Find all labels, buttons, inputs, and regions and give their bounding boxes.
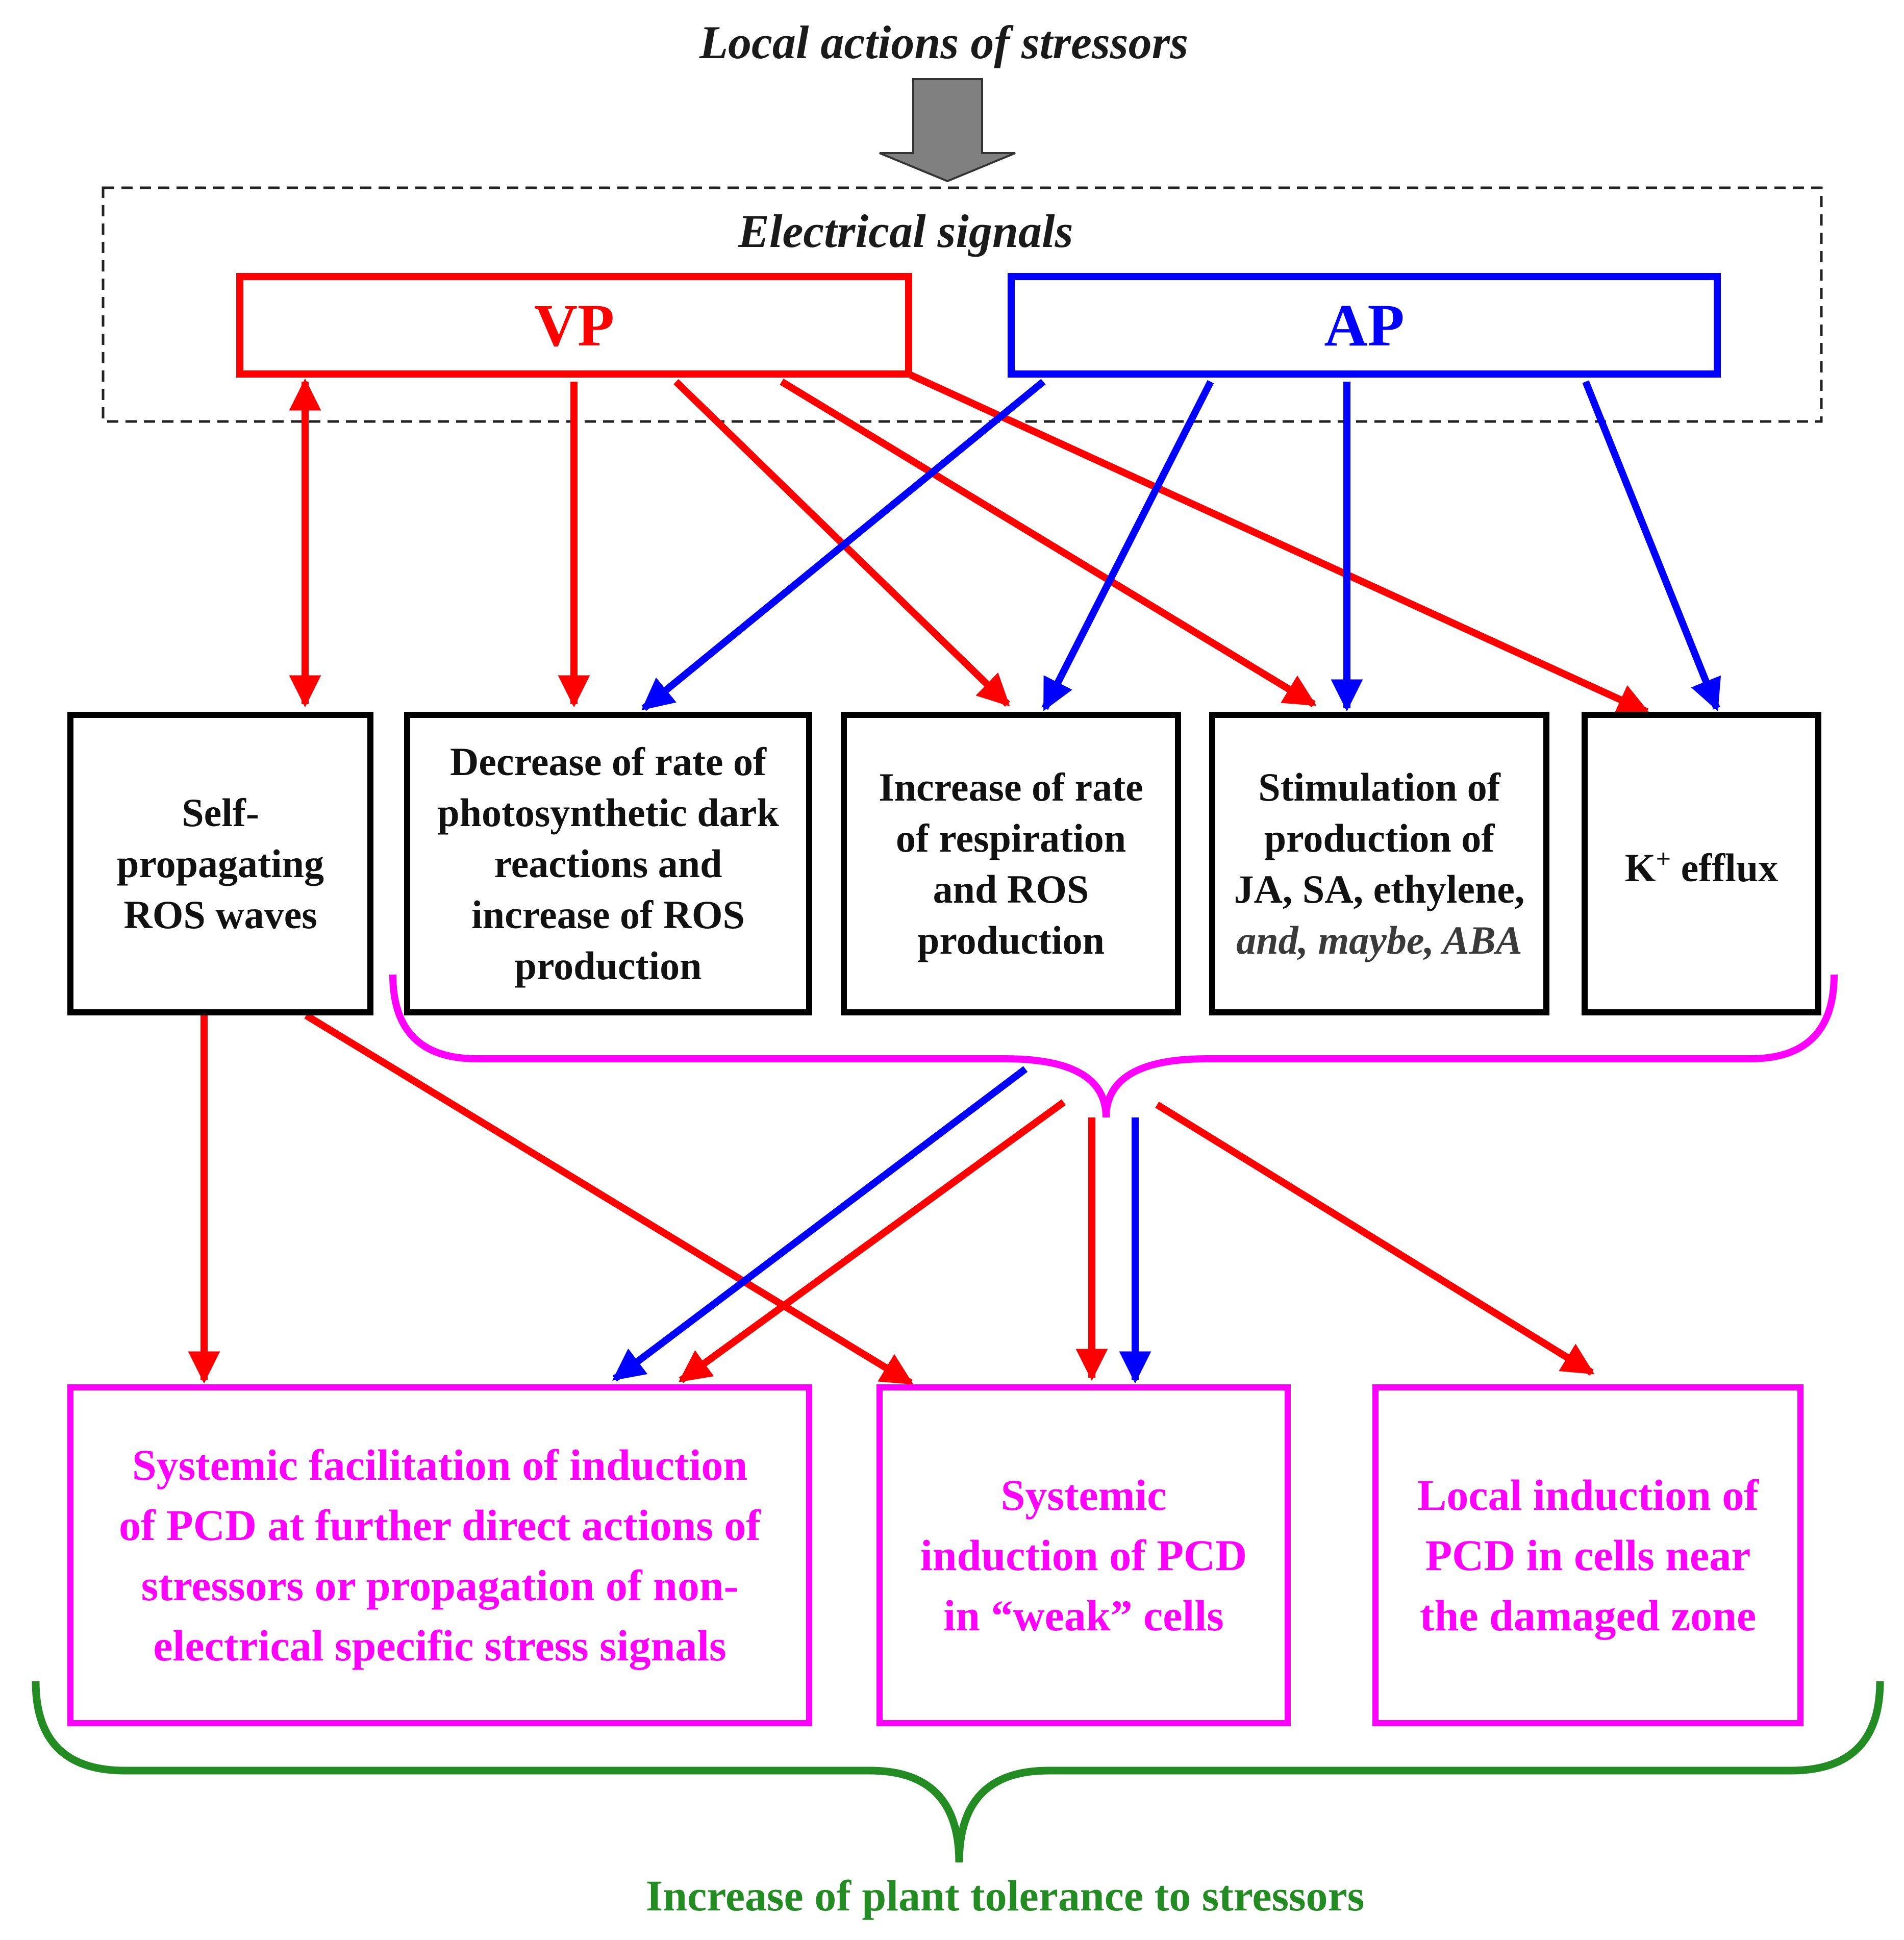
systemic-facilitation-text: Systemic facilitation of induction of PC… bbox=[119, 1440, 761, 1670]
vp-k-efflux-arrow bbox=[909, 371, 1650, 715]
k-efflux-box: K+ efflux bbox=[1582, 712, 1821, 1015]
electrical-signals-group bbox=[102, 186, 1823, 423]
photosynthesis-text: Decrease of rate of photosynthetic dark … bbox=[437, 739, 779, 988]
local-induction-box: Local induction of PCD in cells near the… bbox=[1372, 1384, 1803, 1726]
hormones-text: Stimulation of production of JA, SA, eth… bbox=[1231, 762, 1528, 966]
ap-arrows bbox=[641, 379, 1721, 712]
final-outcome-label: Increase of plant tolerance to stressors bbox=[645, 1871, 1365, 1920]
ap-signal-box: AP bbox=[1008, 273, 1721, 378]
final-brace bbox=[32, 1681, 1884, 1863]
vp-signal-box: VP bbox=[236, 273, 912, 378]
systemic-facilitation-box: Systemic facilitation of induction of PC… bbox=[67, 1384, 812, 1726]
brace-to-facilitation-red-arrow bbox=[678, 1099, 1066, 1383]
ap-photosynthesis-arrow bbox=[641, 379, 1046, 711]
photosynthesis-box: Decrease of rate of photosynthetic dark … bbox=[404, 712, 812, 1015]
ros-waves-text: Self-propagating ROS waves bbox=[117, 790, 324, 937]
vp-hormones-arrow bbox=[780, 379, 1317, 707]
brace-to-facilitation-blue-arrow bbox=[612, 1066, 1028, 1382]
systemic-induction-box: Systemic induction of PCD in “weak” cell… bbox=[876, 1384, 1291, 1726]
ap-label: AP bbox=[1324, 291, 1405, 359]
respiration-box: Increase of rate of respiration and ROS … bbox=[841, 712, 1181, 1015]
respiration-text: Increase of rate of respiration and ROS … bbox=[879, 764, 1143, 962]
k-symbol: K bbox=[1624, 845, 1656, 890]
electrical-signals-label: Electrical signals bbox=[738, 205, 1073, 257]
ap-respiration-arrow bbox=[1041, 380, 1214, 711]
hormones-box: Stimulation of production of JA, SA, eth… bbox=[1209, 712, 1549, 1015]
input-arrow bbox=[879, 78, 1016, 183]
effects-brace bbox=[389, 974, 1838, 1118]
outcome-arrows bbox=[188, 1012, 1595, 1386]
ros-to-systemic-induction-arrow bbox=[304, 1012, 914, 1386]
k-superscript: + bbox=[1656, 844, 1671, 874]
hormones-main-text: Stimulation of production of JA, SA, eth… bbox=[1234, 764, 1525, 911]
local-induction-text: Local induction of PCD in cells near the… bbox=[1417, 1471, 1759, 1640]
stressors-title: Local actions of stressors bbox=[699, 16, 1189, 68]
systemic-induction-text: Systemic induction of PCD in “weak” cell… bbox=[920, 1471, 1247, 1640]
ros-waves-box: Self-propagating ROS waves bbox=[67, 712, 373, 1015]
hormones-qualifier-text: and, maybe, ABA bbox=[1236, 917, 1522, 962]
vp-label: VP bbox=[534, 291, 615, 359]
k-efflux-rest: efflux bbox=[1681, 845, 1778, 890]
vp-arrows bbox=[289, 371, 1650, 715]
ap-k-efflux-arrow bbox=[1582, 380, 1721, 711]
k-efflux-text: K+ efflux bbox=[1625, 834, 1778, 893]
brace-to-local-induction-arrow bbox=[1155, 1102, 1595, 1376]
